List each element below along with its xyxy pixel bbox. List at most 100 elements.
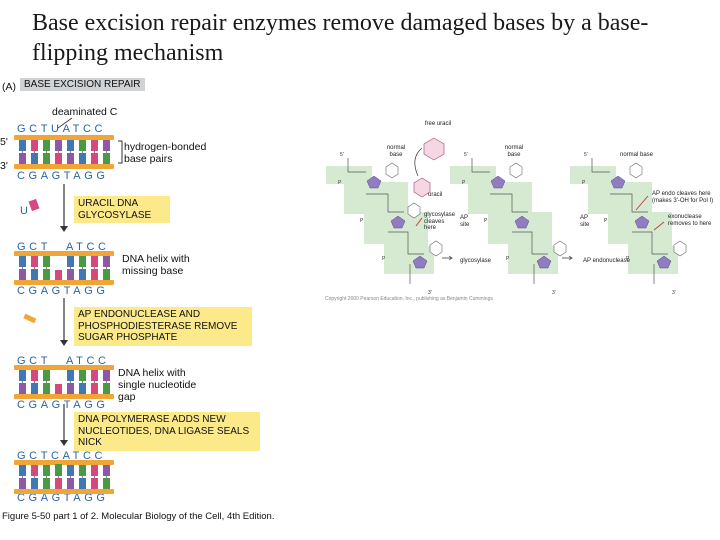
phosphate-0-1: P bbox=[360, 218, 364, 224]
uracil-in-dna bbox=[413, 177, 431, 198]
deaminated-label: deaminated C bbox=[52, 106, 118, 118]
normal-base-label-2: normal base bbox=[504, 145, 524, 158]
base-bottom-b-1 bbox=[31, 269, 38, 280]
sugar-1-1 bbox=[514, 215, 530, 229]
base-bottom-b-0 bbox=[19, 269, 26, 280]
base-top-b-4 bbox=[67, 256, 74, 267]
base-top-b-5 bbox=[79, 256, 86, 267]
strand-top-c bbox=[14, 365, 114, 370]
base-bottom-d-3 bbox=[55, 478, 62, 489]
fig-b-prime-5-0: 5' bbox=[340, 152, 344, 158]
base-top-a-5 bbox=[79, 140, 86, 151]
sequence-bottom: CGAGTAGG bbox=[17, 170, 109, 182]
phosphate-0-0: P bbox=[338, 180, 342, 186]
sugar-2-1 bbox=[634, 215, 650, 229]
stage-arrow-1 bbox=[442, 255, 454, 261]
phosphate-2-1: P bbox=[604, 218, 608, 224]
sequence-top-gap-right-2: ATCC bbox=[66, 355, 110, 367]
base-top-b-7 bbox=[103, 256, 110, 267]
free-uracil-label: free uracil bbox=[424, 121, 452, 127]
base-ring-1-0 bbox=[509, 162, 523, 179]
base-top-d-0 bbox=[19, 465, 26, 476]
ap-site-label-2: AP site bbox=[580, 215, 590, 228]
base-ring-2-2 bbox=[673, 240, 687, 257]
backbone-1 bbox=[471, 158, 548, 284]
fig-b-prime-5-2: 5' bbox=[584, 152, 588, 158]
hbond-bracket bbox=[118, 140, 123, 164]
missing-base-label: DNA helix with missing base bbox=[122, 253, 190, 277]
phosphate-2-0: P bbox=[582, 180, 586, 186]
slide-title: Base excision repair enzymes remove dama… bbox=[32, 10, 649, 66]
normal-base-label-3: normal base bbox=[620, 152, 654, 158]
uracil-symbol: U bbox=[20, 205, 32, 217]
sequence-bottom-3: CGAGTAGG bbox=[17, 399, 109, 411]
base-bottom-c-7 bbox=[103, 383, 110, 394]
sequence-top-gap-right: ATCC bbox=[66, 241, 110, 253]
base-bottom-a-0 bbox=[19, 153, 26, 164]
hbond-label: hydrogen-bonded base pairs bbox=[124, 141, 207, 165]
base-top-d-2 bbox=[43, 465, 50, 476]
base-top-d-1 bbox=[31, 465, 38, 476]
fig-b-prime-5-1: 5' bbox=[464, 152, 468, 158]
base-bottom-d-0 bbox=[19, 478, 26, 489]
base-top-b-0 bbox=[19, 256, 26, 267]
base-top-c-7 bbox=[103, 370, 110, 381]
base-top-c-2 bbox=[43, 370, 50, 381]
step-background-1 bbox=[450, 166, 558, 274]
prime-3-label: 3' bbox=[0, 160, 8, 172]
sequence-top-gap-left-2: GCT bbox=[17, 355, 52, 367]
base-top-a-3 bbox=[55, 140, 62, 151]
base-bottom-c-1 bbox=[31, 383, 38, 394]
base-bottom-c-0 bbox=[19, 383, 26, 394]
base-bottom-b-5 bbox=[79, 269, 86, 280]
base-bottom-a-5 bbox=[79, 153, 86, 164]
base-top-b-6 bbox=[91, 256, 98, 267]
phosphate-1-1: P bbox=[484, 218, 488, 224]
base-bottom-d-5 bbox=[79, 478, 86, 489]
base-bottom-c-5 bbox=[79, 383, 86, 394]
step2-box: AP ENDONUCLEASE AND PHOSPHODIESTERASE RE… bbox=[74, 307, 252, 346]
exonuclease-arrow bbox=[653, 221, 665, 231]
step1-box: URACIL DNA GLYCOSYLASE bbox=[74, 196, 170, 223]
sequence-top-damaged: GCTUATCC bbox=[17, 123, 107, 135]
base-ring-0-0 bbox=[385, 162, 399, 179]
figure-caption: Figure 5-50 part 1 of 2. Molecular Biolo… bbox=[2, 511, 275, 522]
base-bottom-b-2 bbox=[43, 269, 50, 280]
sequence-top-gap-left: GCT bbox=[17, 241, 52, 253]
base-top-c-1 bbox=[31, 370, 38, 381]
ap-endo-arrow bbox=[635, 195, 649, 211]
sugar-1-0 bbox=[490, 175, 506, 189]
base-top-a-0 bbox=[19, 140, 26, 151]
base-bottom-a-1 bbox=[31, 153, 38, 164]
base-bottom-d-2 bbox=[43, 478, 50, 489]
strand-top-b bbox=[14, 251, 114, 256]
base-bottom-c-4 bbox=[67, 383, 74, 394]
dna-helix-graphics bbox=[14, 117, 123, 494]
strand-top-d bbox=[14, 460, 114, 465]
base-top-d-4 bbox=[67, 465, 74, 476]
gap-label: DNA helix with single nucleotide gap bbox=[118, 367, 197, 403]
phosphate-1-2: P bbox=[506, 256, 510, 262]
step-arrowhead-1 bbox=[60, 340, 68, 346]
step-background-0 bbox=[326, 166, 434, 274]
base-top-c-0 bbox=[19, 370, 26, 381]
base-top-d-6 bbox=[91, 465, 98, 476]
base-bottom-d-1 bbox=[31, 478, 38, 489]
glycosylase-label: glycosylase bbox=[460, 258, 492, 264]
backbone-2 bbox=[591, 158, 668, 284]
phosphate-1-0: P bbox=[462, 180, 466, 186]
sugar-1-2 bbox=[536, 255, 552, 269]
fig-b-prime-3-0: 3' bbox=[428, 290, 432, 296]
glycosylase-arrow bbox=[415, 217, 423, 227]
base-bottom-c-3 bbox=[55, 384, 62, 394]
base-bottom-b-7 bbox=[103, 269, 110, 280]
strand-bottom-d bbox=[14, 489, 114, 494]
ap-endo-cleaves-label: AP endo cleaves here (makes 3'-OH for Po… bbox=[652, 191, 714, 204]
base-top-a-2 bbox=[43, 140, 50, 151]
ap-endonuclease-label: AP endonuclease bbox=[583, 258, 630, 264]
strand-bottom-b bbox=[14, 280, 114, 285]
step-background-2 bbox=[570, 166, 678, 274]
uracil-flip-arrow bbox=[414, 147, 423, 177]
step-arrowhead-0 bbox=[60, 226, 68, 232]
